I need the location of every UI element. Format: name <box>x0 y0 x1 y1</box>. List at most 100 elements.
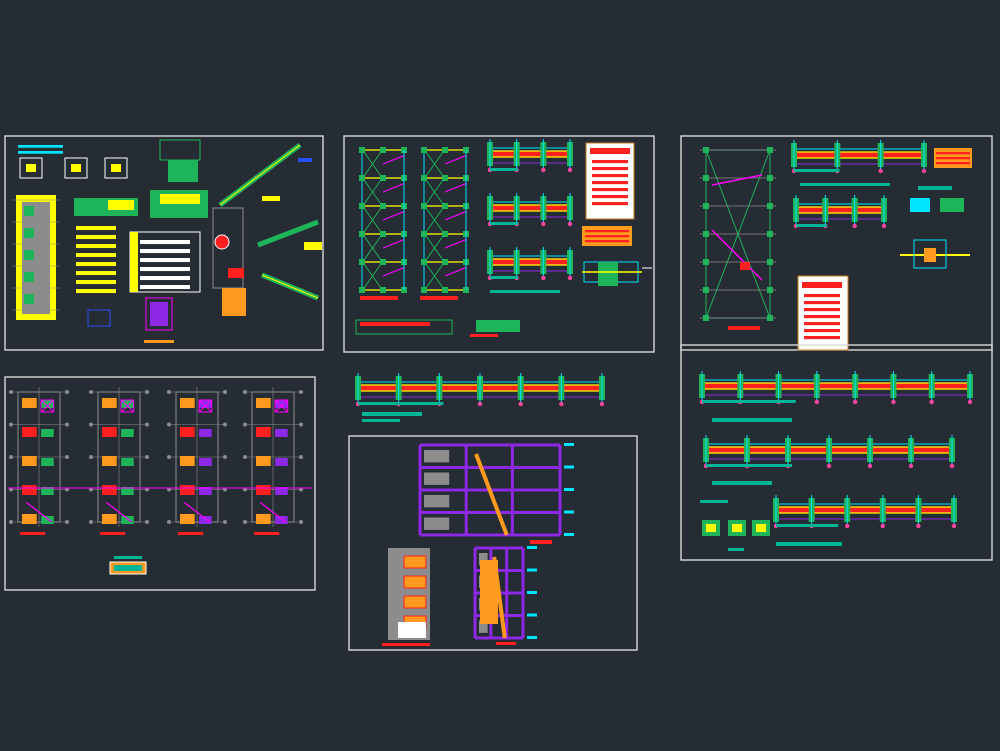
sheet-border <box>4 376 316 591</box>
beam-label-bar <box>712 481 772 485</box>
level-marker <box>564 488 574 491</box>
roof-beam-1 <box>791 140 927 174</box>
detail-text <box>140 258 190 263</box>
axis-marker <box>814 399 820 405</box>
facade-elevation <box>388 548 430 640</box>
plan-title-bar <box>178 532 204 535</box>
stair-flight <box>474 453 509 536</box>
room-furniture <box>22 485 37 495</box>
beam-label-bar <box>490 168 518 171</box>
column <box>380 259 386 265</box>
room-furniture <box>41 516 54 524</box>
roof-beam-2 <box>793 195 887 229</box>
detail-frame-band <box>130 232 138 292</box>
column <box>359 231 365 237</box>
title-block-text <box>114 556 142 559</box>
detail-text <box>140 276 190 281</box>
window-opening <box>424 517 450 530</box>
room-furniture <box>121 400 134 408</box>
axis-marker <box>951 523 957 529</box>
grid-bubble <box>167 520 171 524</box>
grid-bubble <box>145 422 149 427</box>
room-furniture <box>180 514 195 524</box>
joist-line <box>444 239 467 249</box>
schedule-rows <box>936 157 970 160</box>
column <box>421 231 427 237</box>
axis-marker <box>518 401 523 407</box>
grid-bubble <box>65 455 69 459</box>
stair-detail-circle <box>214 234 230 250</box>
notes-block <box>76 262 116 267</box>
beam-label-bar <box>712 418 792 422</box>
axis-marker <box>567 167 573 173</box>
floor-plan-1 <box>9 387 69 535</box>
grid-bubble <box>223 520 227 524</box>
column <box>442 203 448 209</box>
grid-bubble <box>65 390 69 394</box>
facade-window <box>403 575 427 589</box>
grid-bubble <box>65 422 69 427</box>
room-furniture <box>22 514 37 524</box>
framing-plan-1 <box>359 147 407 299</box>
beam-section <box>796 207 884 213</box>
slab-cross <box>425 179 444 205</box>
grid-bubble <box>167 422 171 427</box>
room-furniture <box>256 456 271 466</box>
column <box>421 147 427 153</box>
grid-bubble <box>65 520 69 524</box>
detail-box <box>145 297 173 331</box>
opening-mark <box>740 262 750 270</box>
grid-bubble <box>145 520 149 524</box>
grid-bubble <box>145 455 149 459</box>
grid-bubble <box>243 520 247 524</box>
room-furniture <box>199 516 212 524</box>
column <box>442 231 448 237</box>
window-opening <box>424 495 450 508</box>
sheet-content <box>8 387 312 575</box>
room-furniture <box>199 400 212 408</box>
notes-text <box>804 336 840 340</box>
detail-fill <box>150 302 168 326</box>
column <box>767 203 773 209</box>
column <box>421 259 427 265</box>
stair-line <box>106 502 132 523</box>
section-title-bar <box>382 643 430 646</box>
notes-text <box>592 181 628 185</box>
grid-bubble <box>299 422 303 427</box>
room-furniture <box>24 206 34 216</box>
room-furniture <box>41 429 54 437</box>
notes-block <box>76 235 116 240</box>
axis-marker <box>541 221 546 227</box>
slab-cross <box>363 207 382 233</box>
foundation-detail <box>360 322 430 326</box>
room-furniture <box>22 398 37 408</box>
detail-fill <box>111 164 121 172</box>
section-detail <box>732 524 742 532</box>
column <box>703 259 709 265</box>
schedule-rows <box>585 240 629 243</box>
column <box>380 203 386 209</box>
beam-label-bar <box>358 402 444 405</box>
axis-marker <box>599 401 605 407</box>
grid-bubble <box>145 390 149 394</box>
column <box>703 287 709 293</box>
schedule-rows <box>936 152 970 155</box>
foundation-detail <box>476 320 520 332</box>
detail-text <box>140 267 190 272</box>
grid-bubble <box>243 455 247 459</box>
column <box>703 231 709 237</box>
level-marker <box>527 636 537 639</box>
beam-label-bar <box>706 464 793 467</box>
facade-window <box>403 555 427 569</box>
detail-fill <box>71 164 81 172</box>
section-detail <box>706 524 716 532</box>
grid-bubble <box>243 390 247 394</box>
column <box>703 147 709 153</box>
title-block-text <box>114 565 142 571</box>
stair-rail <box>261 274 319 299</box>
room-furniture <box>102 427 117 437</box>
notes-heading <box>802 282 842 288</box>
beam-elevation-a <box>699 371 973 405</box>
notes-block <box>76 271 116 276</box>
notes-block <box>76 253 116 258</box>
